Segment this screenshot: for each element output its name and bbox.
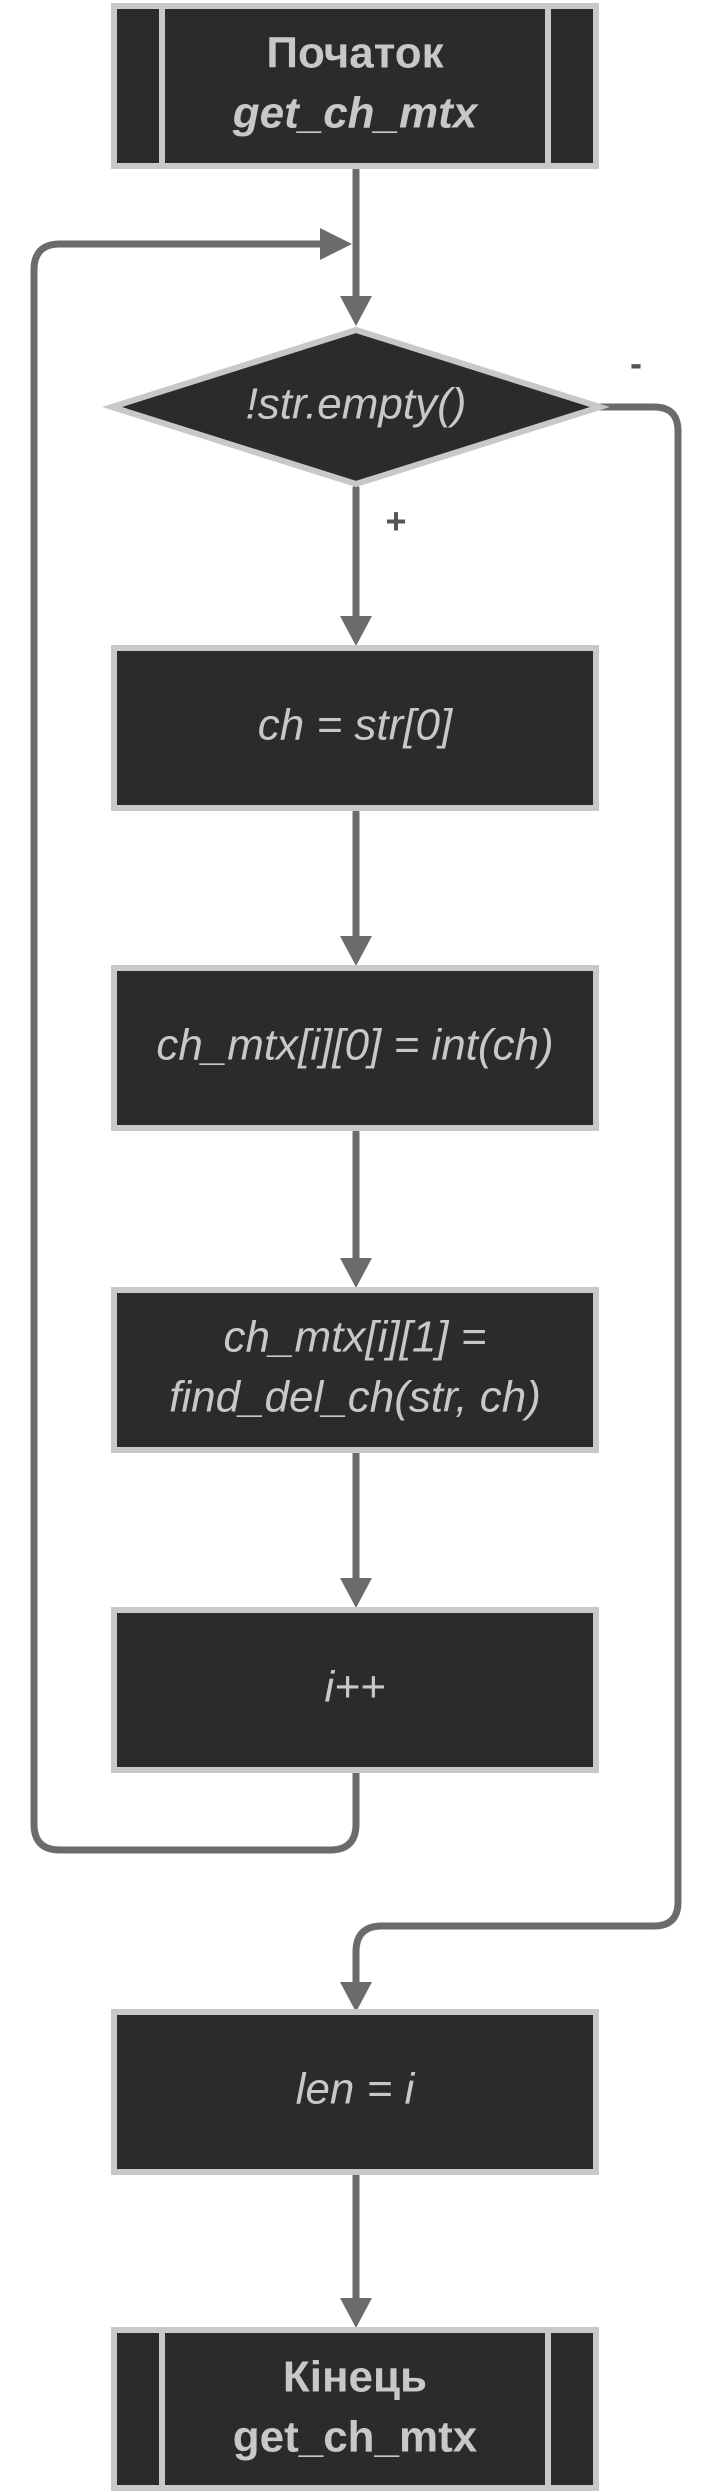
edges: + - [30,166,682,2328]
set-mtx1-node: ch_mtx[i][1] = find_del_ch(str, ch) [111,1287,599,1453]
set-mtx1-line2: find_del_ch(str, ch) [169,1373,541,1422]
arrowhead [340,1982,372,2012]
arrowhead [320,228,352,260]
condition-text: !str.empty() [246,380,467,429]
edge-loop-back [30,240,360,1854]
arrowhead [340,616,372,646]
set-mtx0-node: ch_mtx[i][0] = int(ch) [111,965,599,1131]
set-len-text: len = i [296,2065,416,2114]
set-mtx0-text: ch_mtx[i][0] = int(ch) [156,1021,553,1070]
set-len-node: len = i [111,2009,599,2175]
start-node: Початок get_ch_mtx [111,3,599,169]
set-mtx1-line1: ch_mtx[i][1] = [224,1313,487,1362]
start-title: Початок [266,29,444,78]
condition-node: !str.empty() [102,326,610,488]
arrowhead [340,1258,372,1288]
end-title: Кінець [283,2353,427,2402]
assign-ch-node: ch = str[0] [111,645,599,811]
end-subtitle: get_ch_mtx [233,2413,478,2462]
arrowhead [340,2298,372,2328]
assign-ch-text: ch = str[0] [258,701,454,750]
no-label: - [630,343,642,384]
increment-node: i++ [111,1607,599,1773]
edge-condition-no [352,403,682,1988]
arrowhead [340,296,372,326]
yes-label: + [385,501,406,542]
increment-text: i++ [324,1663,385,1712]
arrowhead [340,936,372,966]
end-node: Кінець get_ch_mtx [111,2327,599,2491]
arrowhead [340,1578,372,1608]
start-subtitle: get_ch_mtx [232,89,479,138]
